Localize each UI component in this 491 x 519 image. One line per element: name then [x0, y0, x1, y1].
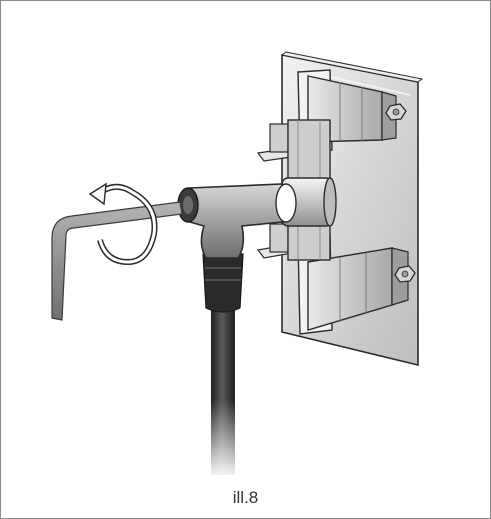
cable: [209, 305, 237, 480]
upper-bolt: [385, 103, 407, 121]
figure-caption: ill.8: [232, 488, 259, 507]
cable-sleeve: [202, 253, 244, 313]
hex-key: [51, 201, 183, 321]
lower-bolt: [394, 265, 416, 283]
rotation-arrow-icon: [88, 182, 158, 266]
tee-connector: [177, 183, 297, 259]
